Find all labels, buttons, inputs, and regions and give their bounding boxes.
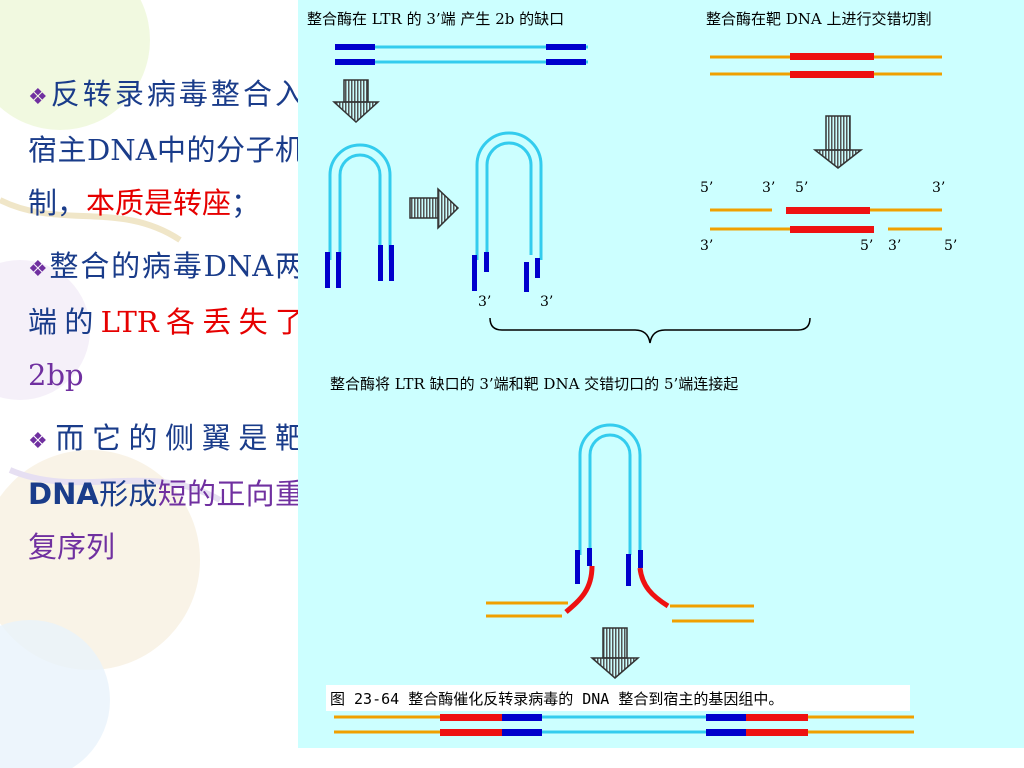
- end-label-5prime-b: 5’: [795, 180, 808, 196]
- end-label-3prime-left: 3’: [478, 294, 491, 310]
- bullet-3-text-a: 而它的侧翼是靶: [55, 421, 304, 455]
- caption-box: [326, 685, 910, 711]
- bullet-1: ❖反转录病毒整合入宿主DNA中的分子机制，本质是转座；: [28, 68, 304, 230]
- bullet-2: ❖整合的病毒DNA两端的LTR各丢失了 2bp: [28, 240, 304, 402]
- end-label-5prime-c: 5’: [860, 238, 873, 254]
- bullet-2-text-a: 整合的病毒DNA两端的: [28, 249, 304, 339]
- diagram-panel: [298, 0, 1024, 748]
- bullet-1-text-b: 本质是转座: [86, 186, 232, 220]
- end-label-3prime-d: 3’: [888, 238, 901, 254]
- bullet-1-text-c: ；: [231, 186, 261, 220]
- diamond-bullet-icon: ❖: [28, 257, 50, 282]
- bullet-1-text-a: 反转录病毒整合入宿主DNA中的分子机制，: [28, 77, 304, 220]
- label-ltr-nick: 整合酶在 LTR 的 3’端 产生 2b 的缺口: [307, 10, 564, 28]
- down-arrow-icon: [332, 79, 380, 124]
- end-label-3prime-c: 3’: [700, 238, 713, 254]
- viral-dna-joining-target: [486, 423, 754, 623]
- end-label-3prime-a: 3’: [762, 180, 775, 196]
- viral-dna-hairpin-nicked: [472, 131, 543, 292]
- curly-brace-icon: [489, 317, 811, 344]
- integrated-provirus: [334, 714, 914, 736]
- bullet-3: ❖而它的侧翼是靶 DNA形成短的正向重复序列: [28, 412, 304, 574]
- decorative-background: [0, 0, 222, 768]
- end-label-5prime-d: 5’: [944, 238, 957, 254]
- end-label-3prime-b: 3’: [932, 180, 945, 196]
- bullet-2-text-c: 2bp: [28, 358, 84, 392]
- label-join: 整合酶将 LTR 缺口的 3’端和靶 DNA 交错切口的 5’端连接起: [330, 375, 738, 393]
- label-target-cut: 整合酶在靶 DNA 上进行交错切割: [706, 10, 932, 28]
- bullet-3-text-b: DNA: [28, 477, 99, 511]
- bullet-3-text-d: 短的正向重复序列: [28, 477, 304, 564]
- target-dna-staggered-cut: [710, 207, 942, 233]
- bullet-3-text-c: 形成: [98, 477, 158, 511]
- linear-viral-dna: [335, 44, 588, 65]
- viral-dna-hairpin-left: [325, 143, 394, 288]
- bullet-list: ❖反转录病毒整合入宿主DNA中的分子机制，本质是转座； ❖整合的病毒DNA两端的…: [28, 68, 304, 584]
- bullet-2-text-b: LTR各丢失了: [100, 305, 304, 339]
- right-arrow-icon: [409, 187, 460, 230]
- diamond-bullet-icon: ❖: [28, 85, 51, 110]
- diamond-bullet-icon: ❖: [28, 429, 56, 454]
- down-arrow-icon: [812, 115, 864, 169]
- end-label-5prime-a: 5’: [700, 180, 713, 196]
- down-arrow-icon: [589, 627, 641, 679]
- figure-caption: 图 23-64 整合酶催化反转录病毒的 DNA 整合到宿主的基因组中。: [330, 690, 783, 708]
- end-label-3prime-right: 3’: [540, 294, 553, 310]
- target-dna: [710, 53, 942, 78]
